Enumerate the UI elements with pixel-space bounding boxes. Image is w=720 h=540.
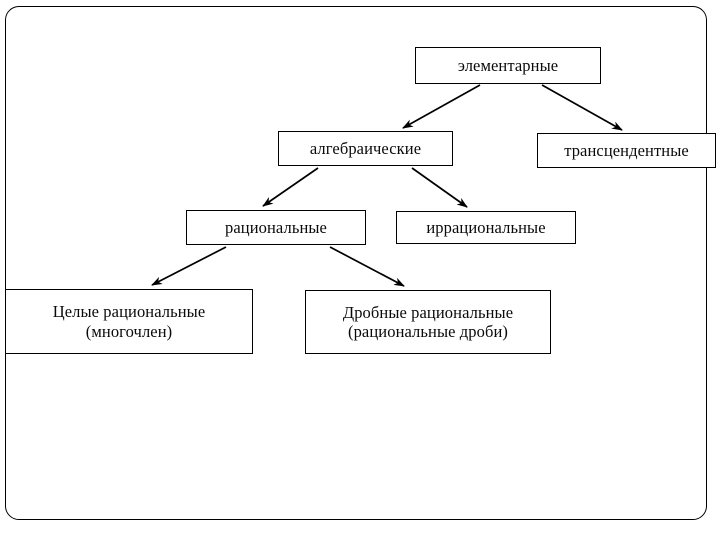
- node-irrational[interactable]: иррациональные: [396, 211, 576, 244]
- node-elementary[interactable]: элементарные: [415, 47, 601, 84]
- node-algebraic[interactable]: алгебраические: [278, 131, 453, 166]
- node-fractional-rational[interactable]: Дробные рациональные (рациональные дроби…: [305, 290, 551, 354]
- node-whole-rational[interactable]: Целые рациональные (многочлен): [5, 289, 253, 354]
- slide-frame-border: [5, 6, 707, 520]
- node-rational[interactable]: рациональные: [186, 210, 366, 245]
- node-transcendental[interactable]: трансцендентные: [537, 133, 716, 168]
